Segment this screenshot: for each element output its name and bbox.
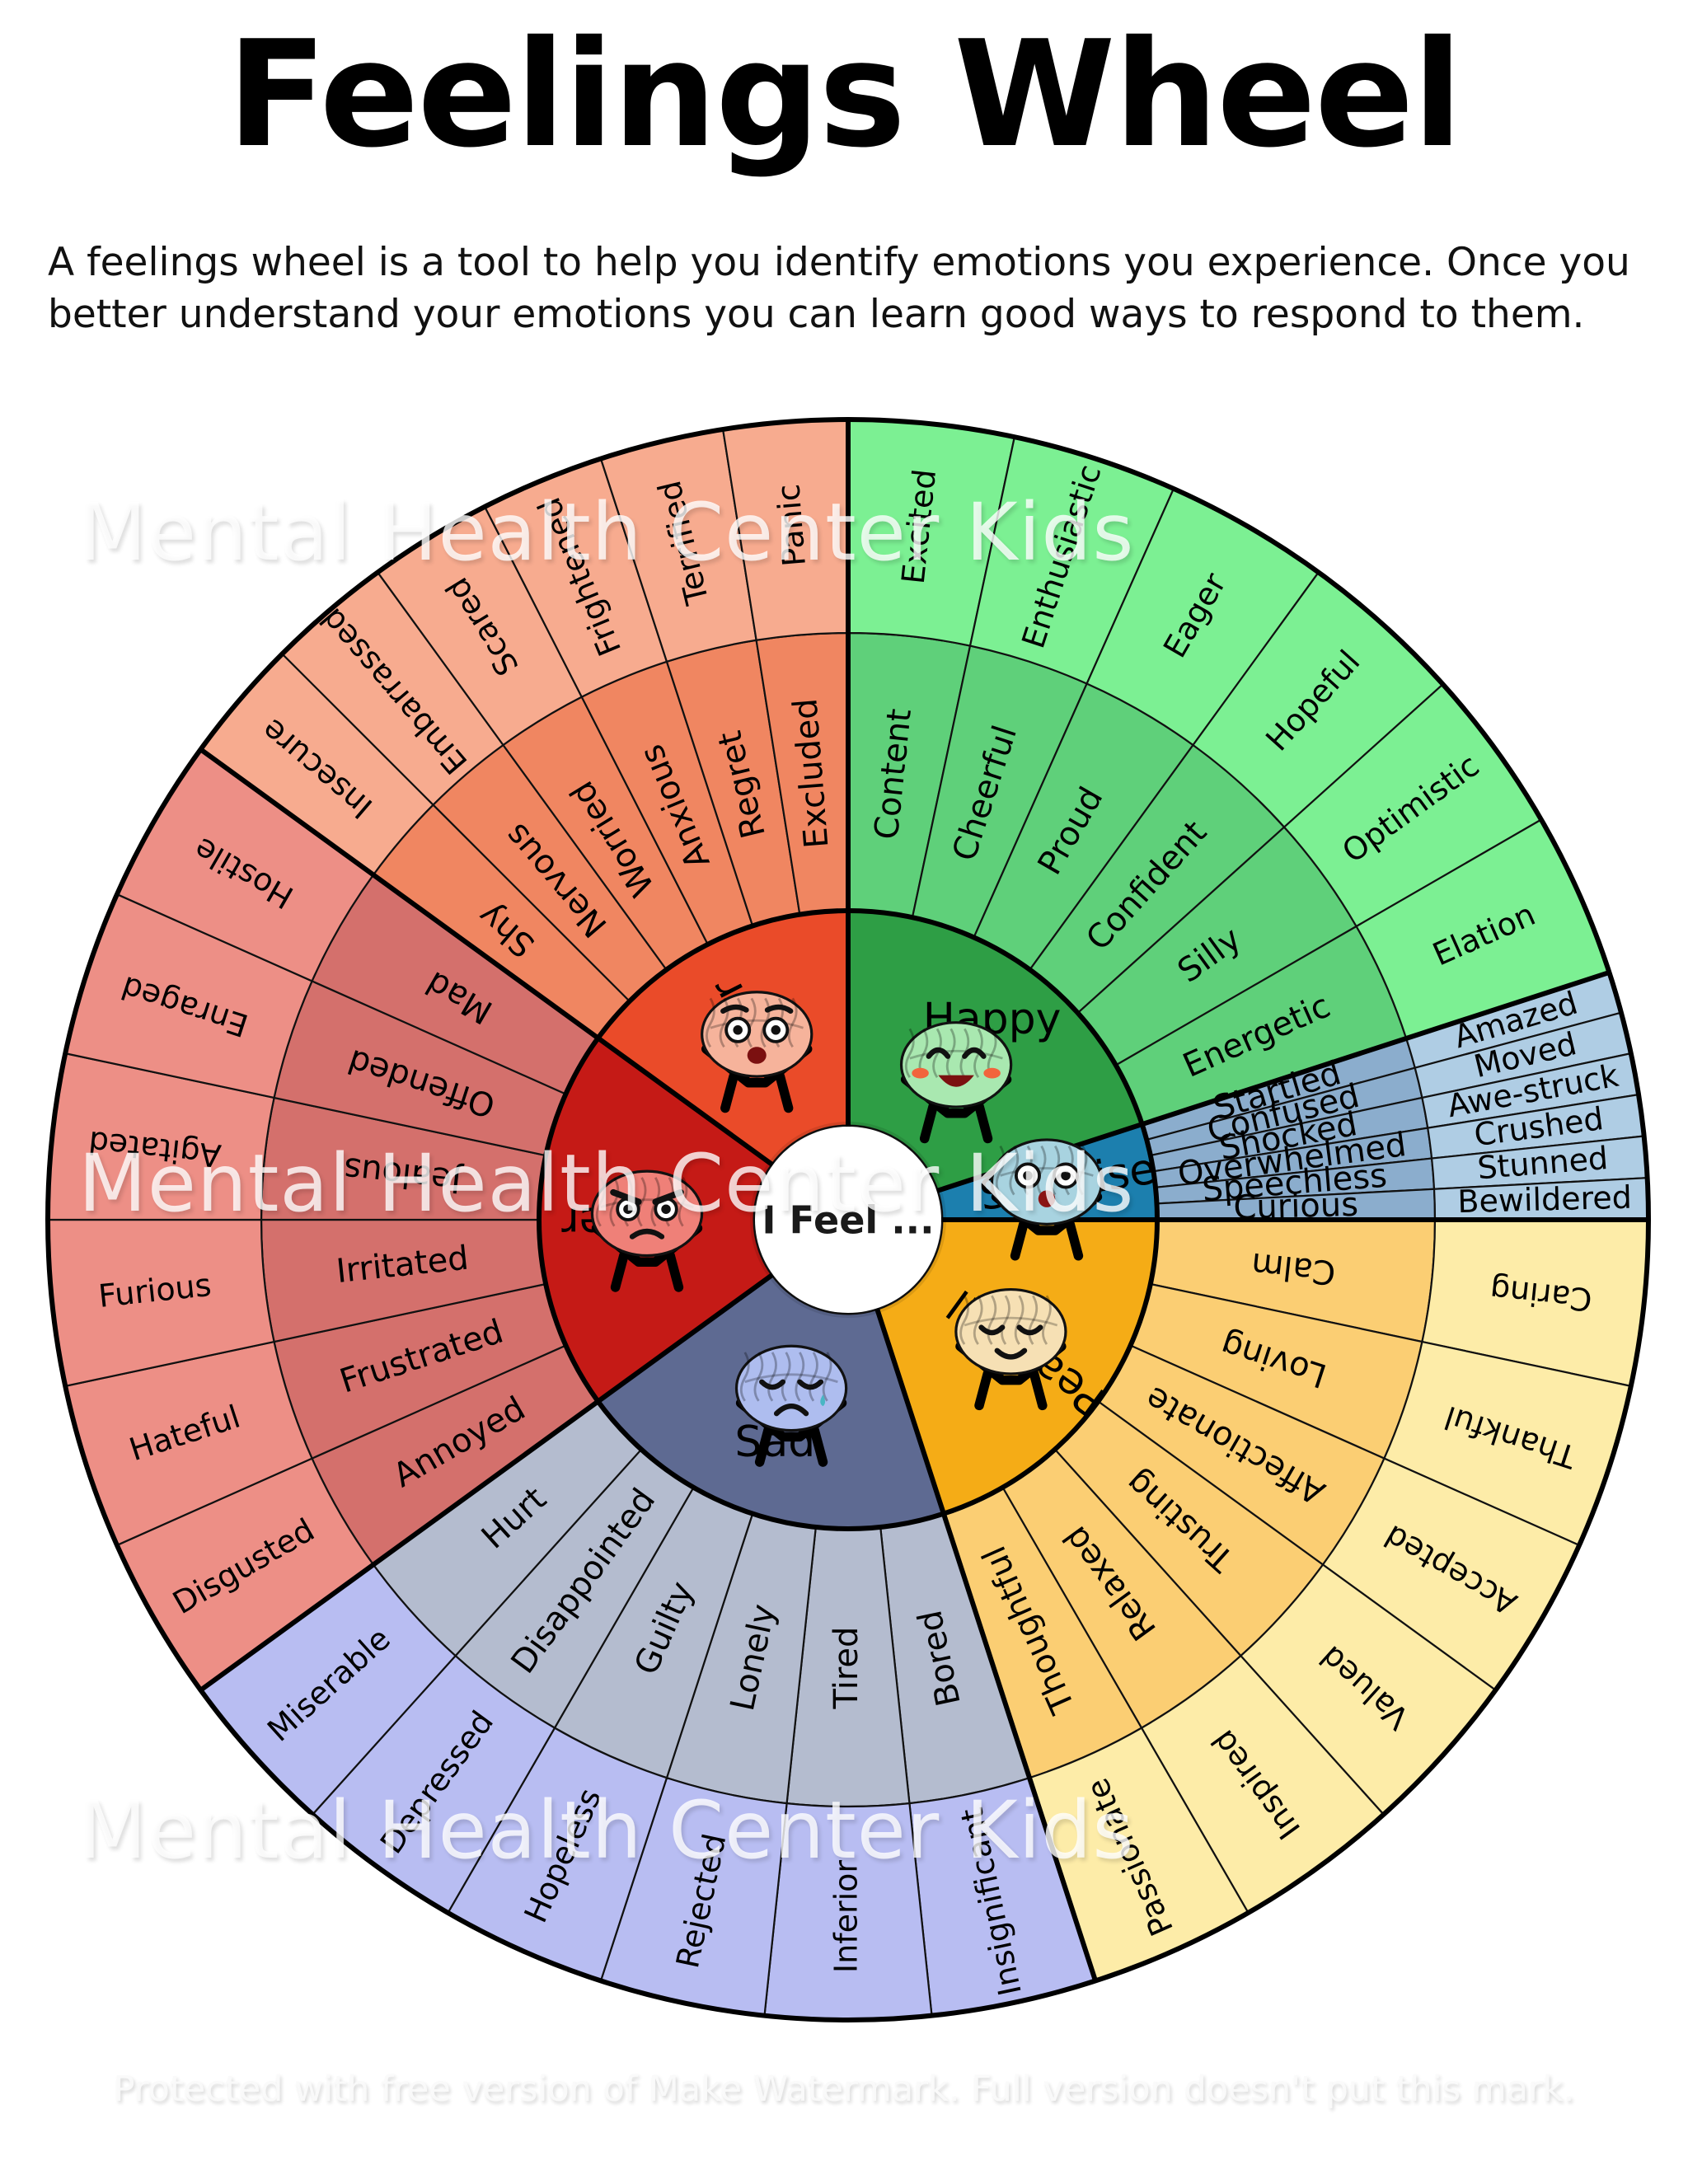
happy-brain-icon <box>899 1021 1013 1144</box>
angry-brain-icon <box>590 1169 704 1292</box>
intro-paragraph: A feelings wheel is a tool to help you i… <box>48 240 1630 337</box>
sector-divider <box>199 1272 775 1693</box>
sad-brain-icon <box>734 1344 848 1467</box>
fearful-brain-icon <box>701 991 814 1113</box>
sector-divider <box>199 747 775 1168</box>
peaceful-brain-icon <box>954 1287 1067 1411</box>
mid-label: Calm <box>1250 1245 1338 1291</box>
center-label: I Feel ... <box>762 1198 934 1243</box>
outer-label: Inferior <box>828 1860 865 1973</box>
ring-outline <box>45 417 1651 2022</box>
mid-label: Tired <box>828 1627 865 1710</box>
surprised-brain-icon <box>990 1138 1104 1261</box>
sector-divider <box>874 1307 1098 1982</box>
center-circle[interactable] <box>755 1127 941 1313</box>
outer-label: Bewildered <box>1457 1179 1633 1221</box>
ring-outline <box>537 908 1160 1531</box>
page-title: Feelings Wheel <box>227 9 1462 180</box>
outer-label: Panic <box>770 483 813 568</box>
mid-label: Curious <box>1233 1186 1359 1227</box>
